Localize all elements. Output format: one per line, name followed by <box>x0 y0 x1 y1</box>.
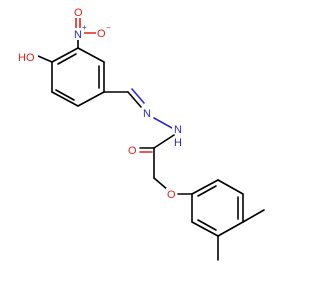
molecule-canvas: HO N + O O − N N H O <box>18 6 265 261</box>
bond-methyl-4 <box>242 209 265 223</box>
bond-n-n <box>153 117 173 129</box>
bond <box>217 179 244 195</box>
bond-ch2-o <box>153 177 169 191</box>
bond <box>191 179 219 195</box>
bond <box>51 91 79 107</box>
bond <box>191 221 219 237</box>
nitro-o-charge: − <box>106 23 111 32</box>
molecule-structure: HO N + O O − N N H O <box>18 6 265 261</box>
bond <box>51 47 79 63</box>
nitro-o-top-label: O <box>74 7 83 19</box>
hydrazide-n-label: N <box>174 124 182 136</box>
bond-double-inner <box>197 219 217 231</box>
bond-ch-n-double <box>131 88 145 104</box>
nitro-n-charge: + <box>82 23 87 32</box>
bond-ch-n-double <box>127 91 142 108</box>
bond-double-inner <box>197 185 217 197</box>
ether-o-label: O <box>167 189 176 201</box>
bond <box>217 221 244 237</box>
bond-c-oh <box>37 55 53 63</box>
upper-benzene-ring <box>51 47 105 107</box>
bond <box>77 91 105 107</box>
bond-n-carbonyl-c <box>153 134 175 149</box>
lower-benzene-ring <box>191 179 244 237</box>
hydrazide-h-label: H <box>174 137 182 149</box>
carbonyl-o-label: O <box>128 145 137 157</box>
bond-double-inner <box>57 53 77 65</box>
nitro-n-label: N <box>74 29 82 41</box>
nitro-o-right-label: O <box>97 28 106 40</box>
bond <box>77 47 105 63</box>
hydroxyl-label: HO <box>18 52 35 64</box>
imine-n-label: N <box>143 108 151 120</box>
bond-double-inner <box>55 89 75 101</box>
